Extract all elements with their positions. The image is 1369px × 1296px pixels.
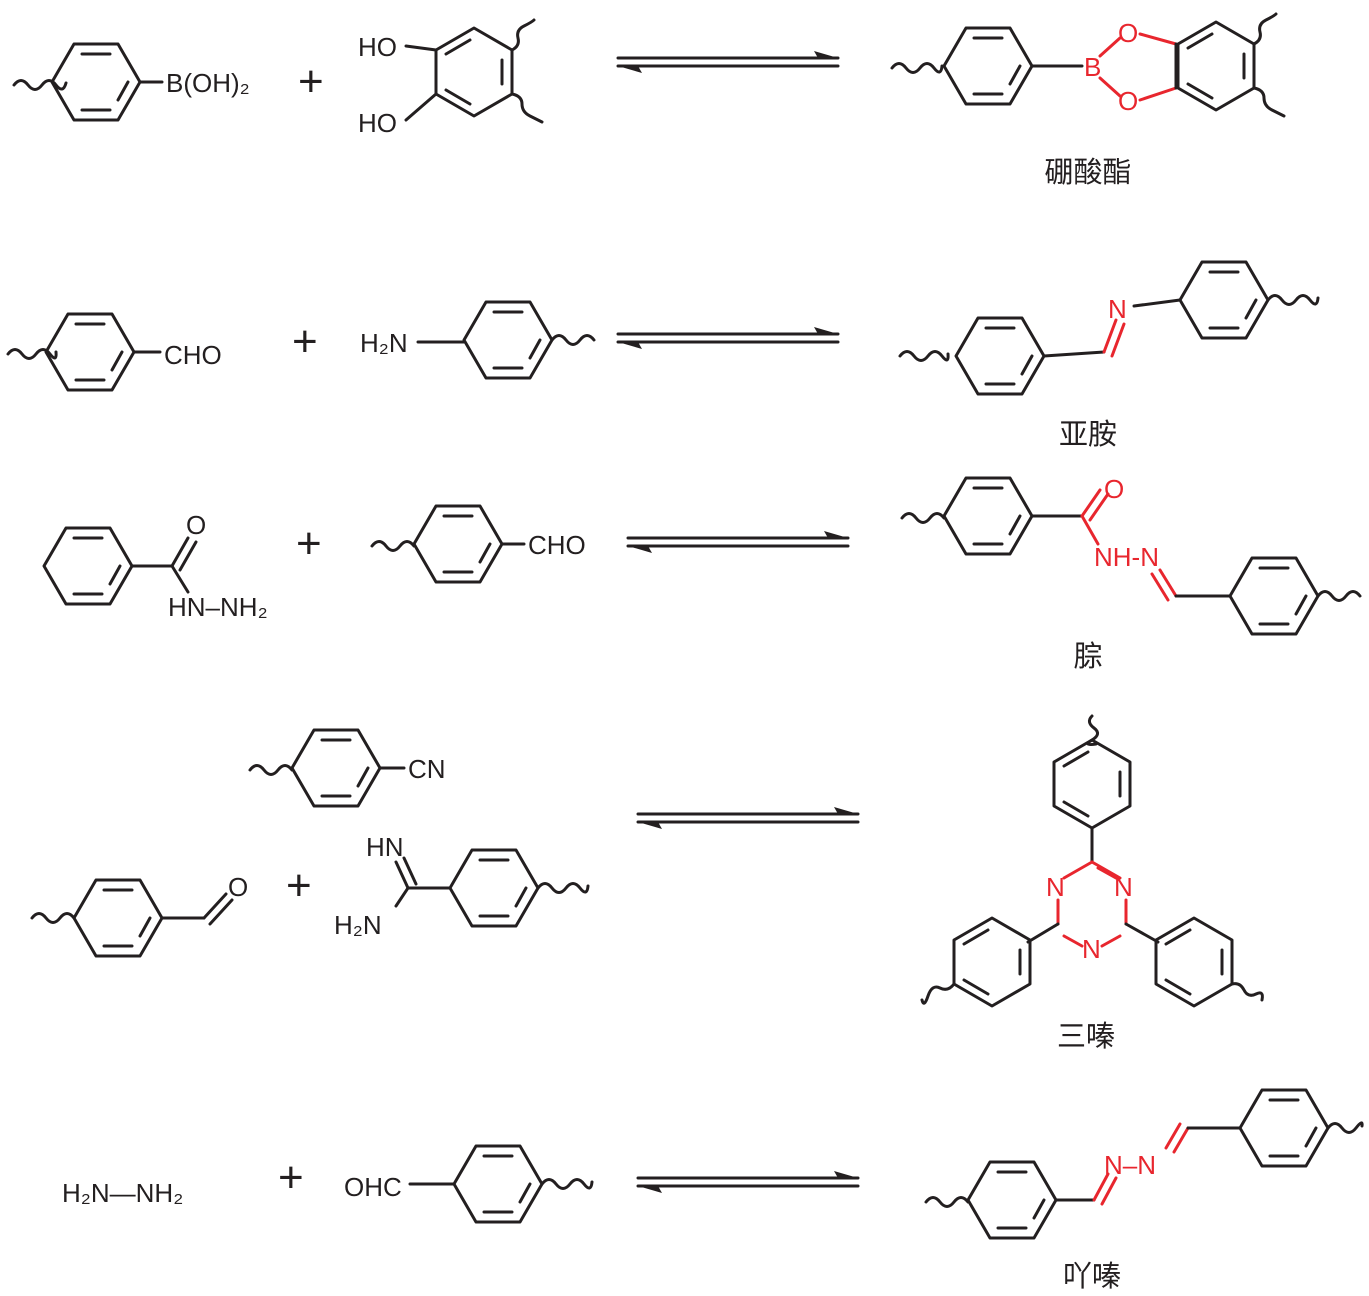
nitrogen-atom: N (1108, 294, 1127, 324)
wavy-bond-icon (898, 350, 950, 362)
wavy-bond-icon (1252, 86, 1286, 118)
benzonitrile: CN (248, 728, 446, 808)
plus-sign: + (292, 317, 318, 366)
amine-group: H₂N (334, 910, 382, 940)
reaction-5: H₂N—NH₂ + OHC N–N 吖嗪 (62, 1088, 1364, 1293)
equilibrium-arrow-icon (616, 49, 840, 75)
wavy-bond-icon (890, 62, 944, 74)
azine-linkage: N–N (1104, 1150, 1156, 1180)
imine-product: N (898, 260, 1320, 396)
product-name: 腙 (1073, 639, 1102, 673)
boronate-ester-product: B O O (890, 12, 1286, 118)
wavy-bond-icon (536, 882, 590, 894)
wavy-bond-icon (6, 348, 58, 360)
product-name: 亚胺 (1059, 417, 1117, 451)
oxygen-atom: O (1118, 86, 1138, 116)
hydrazone-product: O NH-N (900, 474, 1362, 636)
reaction-2: CHO + H₂N N 亚胺 (6, 260, 1320, 451)
plus-sign: + (298, 57, 324, 106)
plus-sign: + (296, 519, 322, 568)
amine-group: H₂N (360, 328, 408, 358)
benzohydrazide: O HN–NH₂ (42, 510, 268, 622)
plus-sign: + (278, 1153, 304, 1202)
carbonyl-oxygen: O (186, 510, 206, 540)
benzaldehyde: CHO (6, 312, 222, 392)
wavy-bond-icon (370, 540, 416, 552)
wavy-bond-icon (1252, 12, 1278, 46)
wavy-bond-icon (920, 982, 956, 1005)
nitrogen-atom: N (1046, 872, 1065, 902)
wavy-bond-icon (1326, 1121, 1364, 1134)
wavy-bond-icon (510, 18, 536, 52)
wavy-bond-icon (1230, 982, 1264, 1002)
hydrazide-group: HN–NH₂ (168, 592, 268, 622)
equilibrium-arrow-icon (636, 1169, 860, 1195)
reaction-3: O HN–NH₂ + CHO O NH-N (42, 474, 1362, 673)
hydroxyl-label: HO (358, 32, 397, 62)
aldehyde-group: OHC (344, 1172, 402, 1202)
reaction-1: B(OH)₂ + HO HO B O O (12, 12, 1286, 189)
wavy-bond-icon (248, 764, 294, 776)
product-name: 三嗪 (1057, 1019, 1115, 1053)
oxygen-atom: O (1118, 18, 1138, 48)
nitrogen-atom: N (1114, 872, 1133, 902)
wavy-bond-icon (924, 1196, 970, 1208)
wavy-bond-icon (900, 512, 946, 524)
equilibrium-arrow-icon (636, 805, 860, 831)
product-name: 硼酸酯 (1044, 155, 1131, 189)
hydroxyl-label: HO (358, 108, 397, 138)
aniline: H₂N (360, 300, 596, 380)
wavy-bond-icon (540, 1178, 594, 1190)
hydrazine-reactant: H₂N—NH₂ (62, 1178, 183, 1208)
reaction-4: CN O + HN H₂N (30, 714, 1264, 1053)
wavy-bond-icon (30, 912, 76, 924)
phenylboronic-acid: B(OH)₂ (12, 42, 250, 122)
wavy-bond-icon (550, 334, 596, 346)
benzaldehyde: O (30, 872, 248, 958)
imine-group: HN (366, 832, 404, 862)
triazine-product: N N N (920, 714, 1264, 1008)
equilibrium-arrow-icon (626, 529, 850, 555)
nitrile-group: CN (408, 754, 446, 784)
equilibrium-arrow-icon (616, 325, 840, 351)
nitrogen-atom: N (1082, 934, 1101, 964)
catechol: HO HO (358, 18, 544, 138)
plus-sign: + (286, 861, 312, 910)
azine-product: N–N (924, 1088, 1364, 1240)
wavy-bond-icon (12, 79, 68, 91)
aldehyde-group: CHO (528, 530, 586, 560)
wavy-bond-icon (1266, 294, 1320, 306)
product-name: 吖嗪 (1063, 1259, 1121, 1293)
boron-atom: B (1084, 52, 1101, 82)
benzaldehyde: CHO (370, 504, 586, 584)
benzaldehyde: OHC (344, 1144, 594, 1224)
hydrazone-linkage: NH-N (1094, 542, 1159, 572)
oxygen-atom: O (1104, 474, 1124, 504)
carbonyl-oxygen: O (228, 872, 248, 902)
boronic-acid-group: B(OH)₂ (166, 68, 250, 98)
wavy-bond-icon (1316, 590, 1362, 602)
wavy-bond-icon (510, 92, 544, 124)
aldehyde-group: CHO (164, 340, 222, 370)
benzamidine: HN H₂N (334, 832, 590, 940)
